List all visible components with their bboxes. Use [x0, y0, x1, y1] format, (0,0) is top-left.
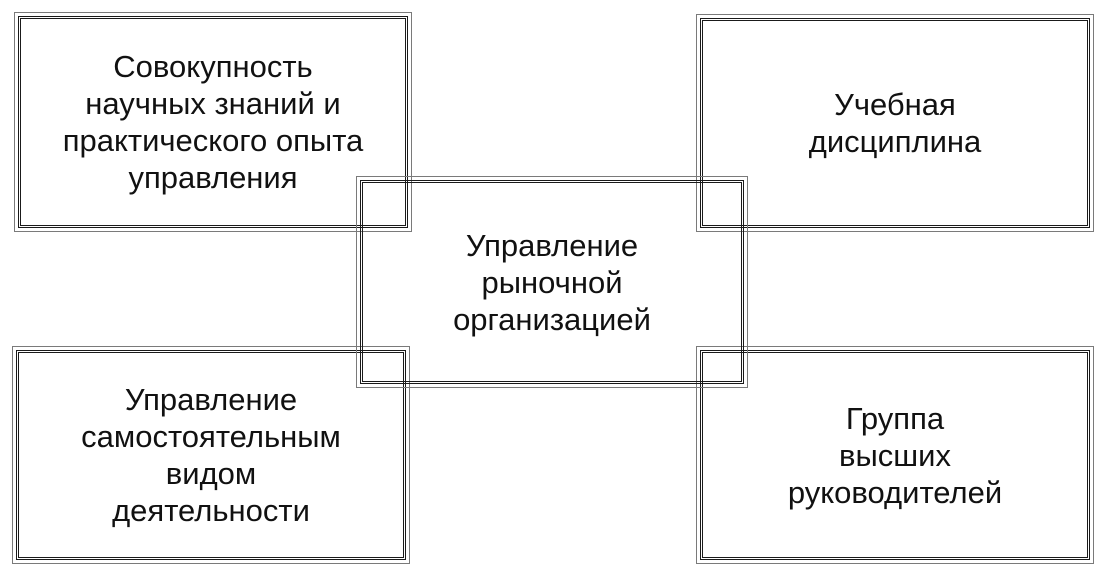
box-market-organization-management: Управление рыночной организацией	[356, 176, 748, 388]
box-academic-discipline: Учебная дисциплина	[696, 14, 1094, 232]
box-knowledge-and-experience: Совокупность научных знаний и практическ…	[14, 12, 412, 232]
box-top-executives: Группа высших руководителей	[696, 346, 1094, 564]
box-top-executives-label: Группа высших руководителей	[787, 400, 1003, 510]
box-academic-discipline-label: Учебная дисциплина	[808, 87, 982, 159]
box-independent-activity: Управление самостоятельным видом деятель…	[12, 346, 410, 564]
box-knowledge-and-experience-label: Совокупность научных знаний и практическ…	[62, 49, 364, 195]
box-independent-activity-label: Управление самостоятельным видом деятель…	[81, 382, 341, 528]
box-market-organization-management-label: Управление рыночной организацией	[453, 227, 651, 337]
